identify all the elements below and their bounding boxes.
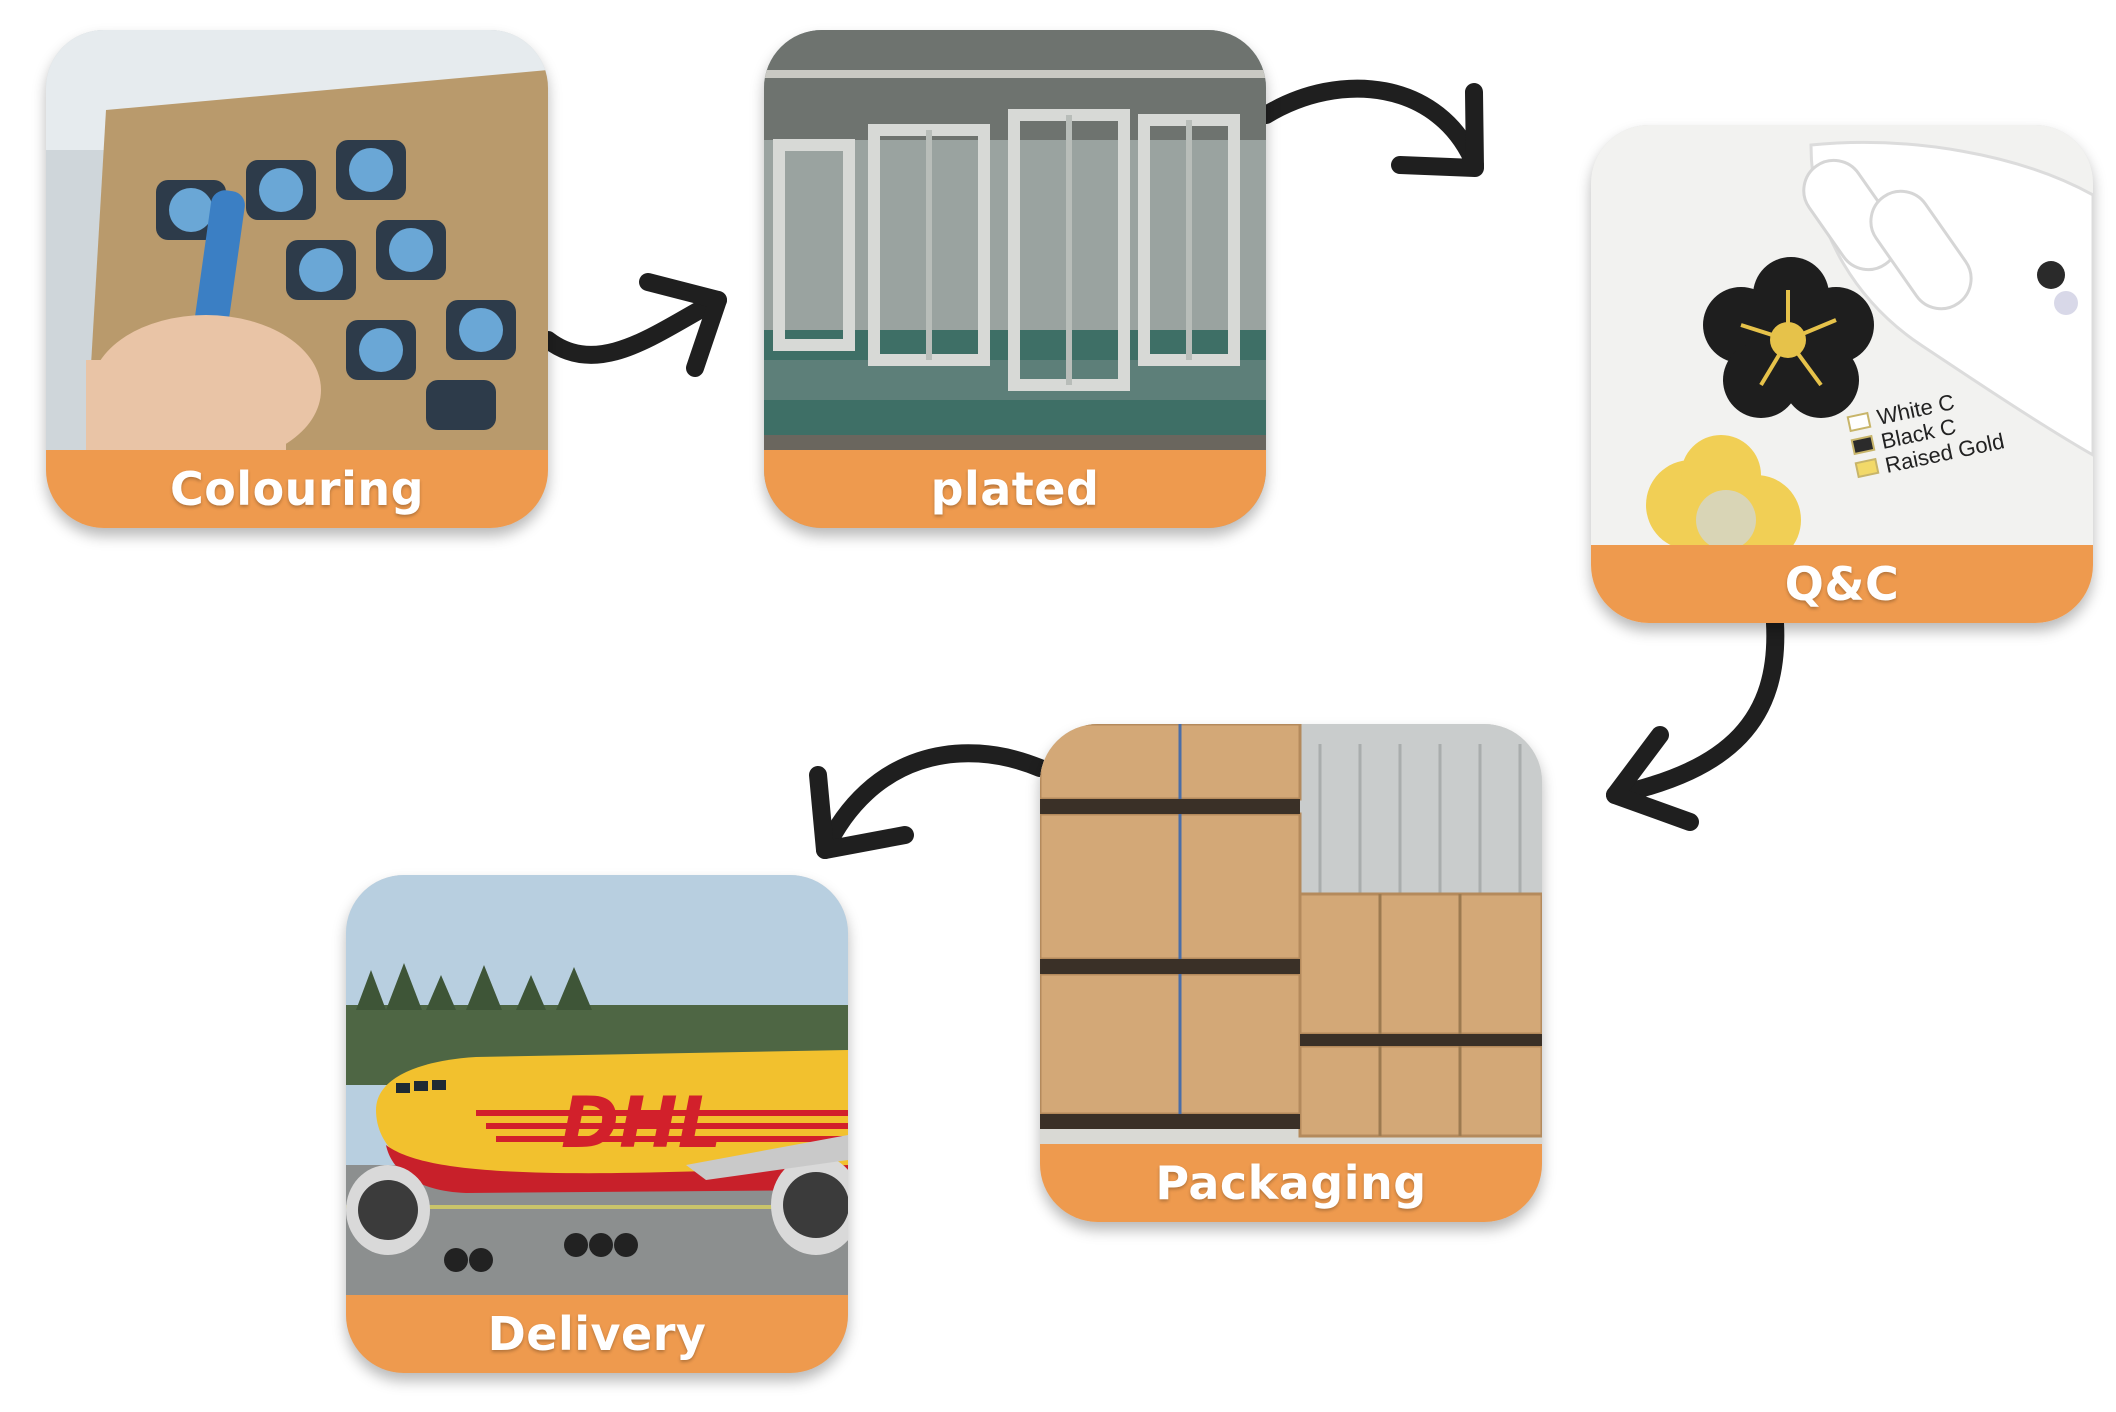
- arrow-qc-to-packaging: [1606, 614, 1785, 831]
- plated-label-bar: plated: [764, 450, 1266, 528]
- step-card-qc: White C Black C Raised Gold Q&C: [1591, 125, 2093, 623]
- dhl-livery-text: DHL: [561, 1082, 722, 1164]
- qc-label-bar: Q&C: [1591, 545, 2093, 623]
- packaging-label-bar: Packaging: [1040, 1144, 1542, 1222]
- step-label-delivery: Delivery: [487, 1307, 707, 1361]
- step-label-plated: plated: [930, 462, 1100, 516]
- qc-photo: White C Black C Raised Gold: [1591, 125, 2093, 623]
- colouring-photo: [46, 30, 548, 528]
- step-card-delivery: DHL Delivery: [346, 875, 848, 1373]
- step-card-packaging: Packaging: [1040, 724, 1542, 1222]
- arrow-colouring-to-plated: [539, 273, 727, 377]
- step-card-plated: plated: [764, 30, 1266, 528]
- step-label-colouring: Colouring: [169, 462, 425, 516]
- step-label-qc: Q&C: [1784, 557, 1900, 611]
- delivery-photo: DHL: [346, 875, 848, 1373]
- step-label-packaging: Packaging: [1155, 1156, 1427, 1210]
- arrow-plated-to-qc: [1257, 79, 1484, 177]
- qc-swatch-legend: [1846, 411, 1880, 479]
- step-card-colouring: Colouring: [46, 30, 548, 528]
- plated-photo: [764, 30, 1266, 528]
- packaging-photo: [1040, 724, 1542, 1222]
- colouring-label-bar: Colouring: [46, 450, 548, 528]
- delivery-label-bar: Delivery: [346, 1295, 848, 1373]
- arrow-packaging-to-delivery: [809, 744, 1049, 859]
